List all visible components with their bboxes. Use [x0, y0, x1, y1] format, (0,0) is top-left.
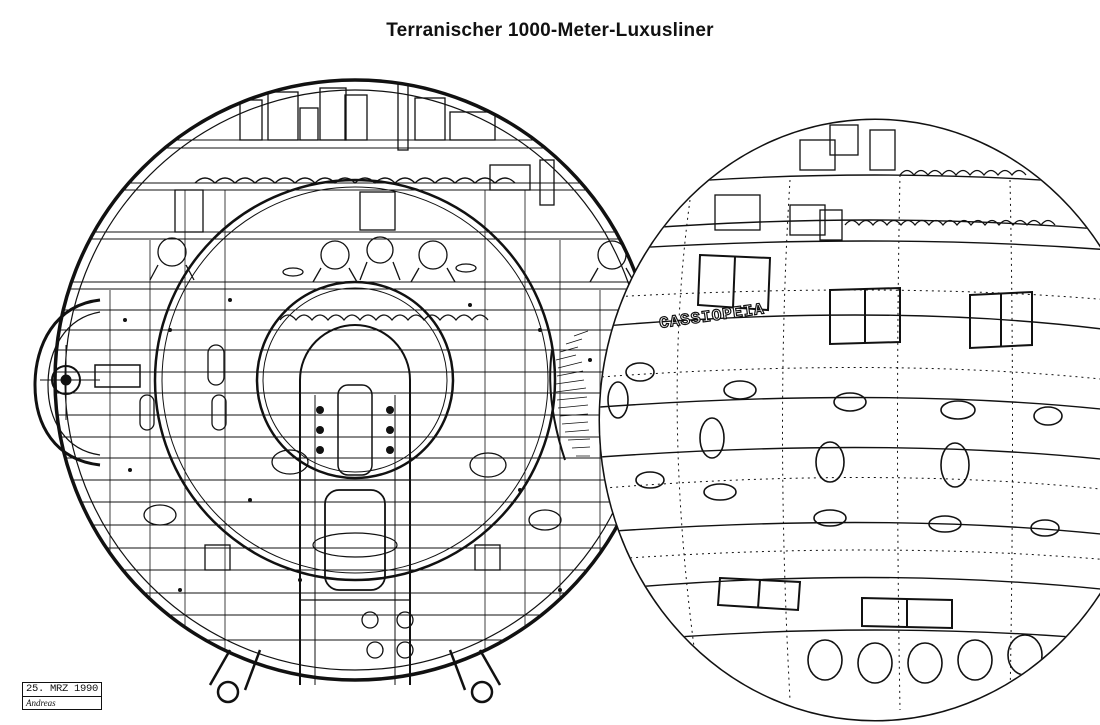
hull-windows	[696, 253, 1033, 630]
drawing-title: Terranischer 1000-Meter-Luxusliner	[386, 20, 714, 41]
date-stamp: 25. MRZ 1990 Andreas	[22, 682, 102, 710]
side-pod	[33, 298, 141, 467]
stamp-date: 25. MRZ 1990	[23, 683, 101, 697]
landing-legs	[208, 649, 502, 704]
machinery	[139, 344, 562, 659]
stamp-signature: Andreas	[26, 698, 56, 708]
exterior-hull: CASSIOPEIA	[549, 118, 1100, 722]
top-city	[174, 80, 555, 322]
portholes	[607, 362, 1063, 684]
central-shaft	[299, 324, 411, 685]
exterior-city	[714, 124, 1056, 241]
dome-vehicles	[149, 236, 635, 283]
hull-shading	[549, 330, 591, 461]
cutaway-sphere	[33, 78, 657, 704]
